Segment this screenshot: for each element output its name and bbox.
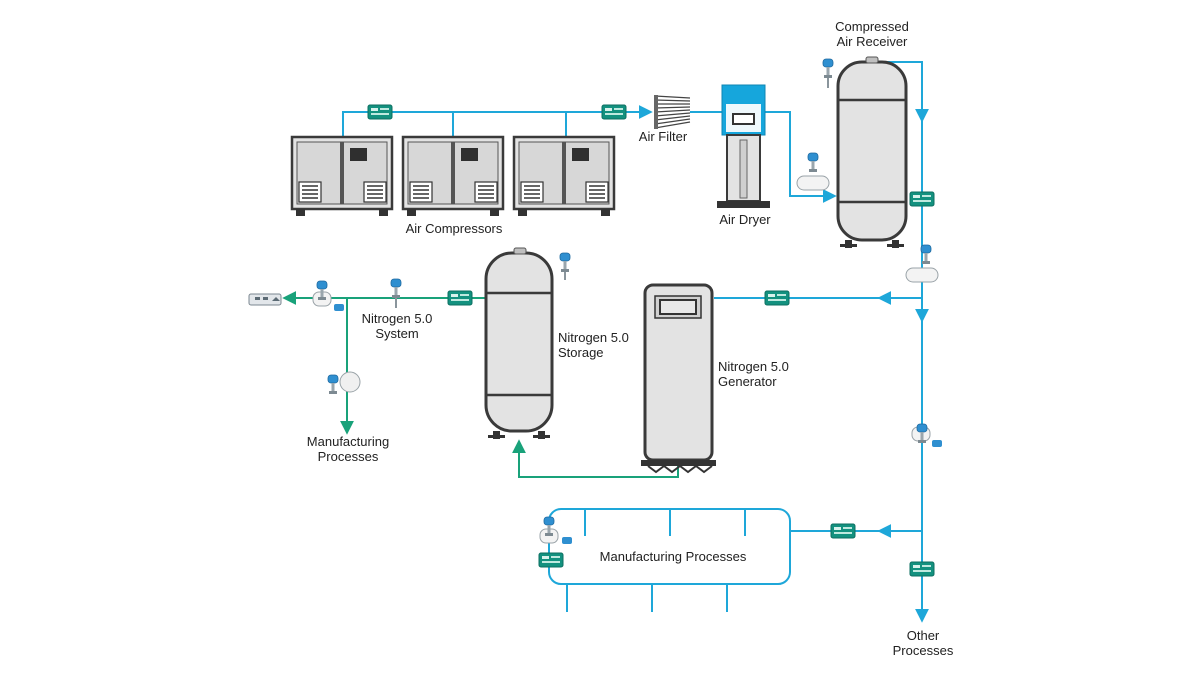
air-filter-label: Air Filter xyxy=(639,129,688,144)
other-processes-label-line1: Other xyxy=(907,628,940,643)
compressed-air-receiver xyxy=(836,56,908,248)
air-compressor-1 xyxy=(290,135,394,216)
n2-storage-label-line2: Storage xyxy=(558,345,604,360)
air-filter-icon xyxy=(654,95,691,129)
mfg-left-label-line1: Manufacturing xyxy=(307,434,389,449)
mfg-main-label: Manufacturing Processes xyxy=(600,549,747,564)
n2-storage-label-line1: Nitrogen 5.0 xyxy=(558,330,629,345)
air-compressor-3 xyxy=(512,135,616,216)
flow-transmitter-icon xyxy=(911,423,942,447)
flow-meter-icon xyxy=(764,290,790,306)
pressure-transmitter-icon xyxy=(390,278,402,308)
flow-transmitter-icon xyxy=(312,280,344,311)
flow-meter-icon xyxy=(830,523,856,539)
pressure-transmitter-icon xyxy=(822,58,834,88)
flow-meter-icon xyxy=(538,552,564,568)
flow-transmitter-icon xyxy=(539,516,572,544)
air-compressor-2 xyxy=(401,135,505,216)
pressure-transmitter-icon xyxy=(559,252,571,280)
other-processes-label-line2: Processes xyxy=(893,643,954,658)
n2-system-label-line1: Nitrogen 5.0 xyxy=(362,311,433,326)
vortex-flow-meter-icon xyxy=(796,152,830,191)
air-dryer-label: Air Dryer xyxy=(719,212,771,227)
n2-system-label-line2: System xyxy=(375,326,418,341)
flow-meter-icon xyxy=(601,104,627,120)
air-dryer xyxy=(717,84,770,208)
receiver-label-line1: Compressed xyxy=(835,19,909,34)
air-compressors-label: Air Compressors xyxy=(406,221,503,236)
flow-meter-icon xyxy=(447,290,473,306)
nitrogen-storage-tank xyxy=(484,247,554,439)
receiver-label-line2: Air Receiver xyxy=(837,34,908,49)
n2-generator-label-line2: Generator xyxy=(718,374,777,389)
nitrogen-generator xyxy=(641,283,716,474)
gas-meter-icon xyxy=(327,371,361,395)
gateway-device-icon xyxy=(248,293,282,306)
vortex-flow-meter-icon xyxy=(905,244,939,283)
n2-generator-label-line1: Nitrogen 5.0 xyxy=(718,359,789,374)
mfg-left-label-line2: Processes xyxy=(318,449,379,464)
flow-meter-icon xyxy=(367,104,393,120)
flow-meter-icon xyxy=(909,191,935,207)
flow-meter-icon xyxy=(909,561,935,577)
